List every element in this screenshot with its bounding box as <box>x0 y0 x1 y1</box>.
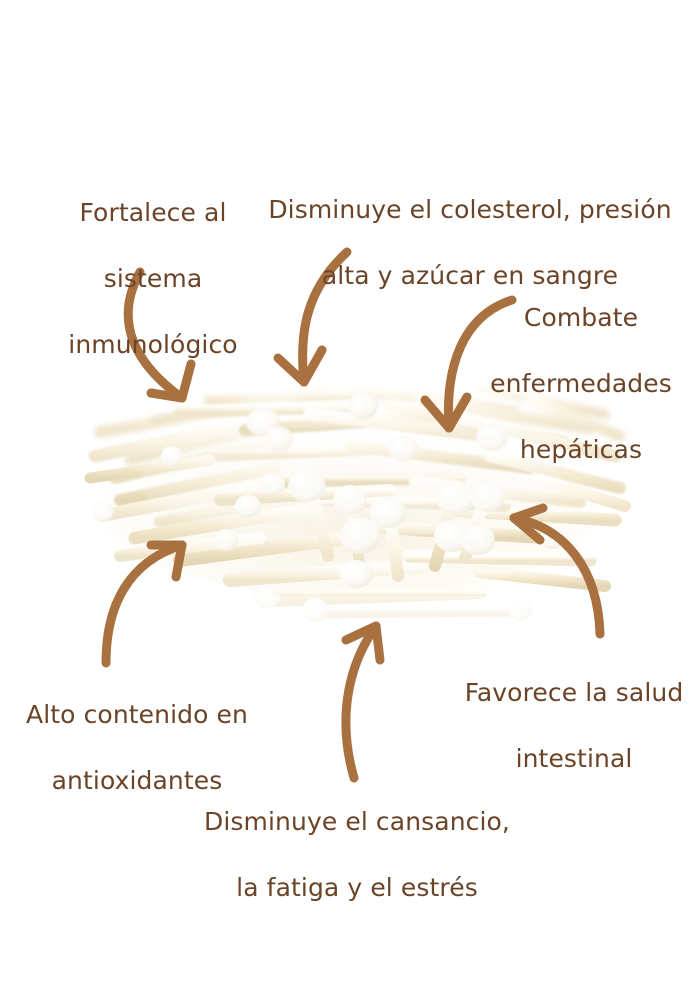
callout-liver-line-1: Combate <box>523 303 639 332</box>
callout-intestinal: Favorece la salud intestinal <box>452 643 696 808</box>
callout-fatigue: Disminuye el cansancio, la fatiga y el e… <box>192 772 522 937</box>
callout-antioxidants: Alto contenido en antioxidantes <box>6 665 268 830</box>
arrow-to-fatigue-target <box>341 621 385 783</box>
callout-cholesterol: Disminuye el colesterol, presión alta y … <box>250 160 690 325</box>
callout-intestinal-line-2: intestinal <box>515 744 633 773</box>
callout-fatigue-line-1: Disminuye el cansancio, <box>204 807 510 836</box>
callout-intestinal-line-1: Favorece la salud <box>464 678 684 707</box>
callout-fatigue-line-2: la fatiga y el estrés <box>236 873 478 902</box>
callout-cholesterol-line-1: Disminuye el colesterol, presión <box>268 195 672 224</box>
callout-immune: Fortalece al sistema inmunológico <box>48 163 258 394</box>
callout-cholesterol-line-2: alta y azúcar en sangre <box>321 261 619 290</box>
callout-immune-line-1: Fortalece al <box>79 198 227 227</box>
callout-liver: Combate enfermedades hepáticas <box>472 268 690 499</box>
callout-antioxidants-line-2: antioxidantes <box>51 766 223 795</box>
callout-immune-line-2: sistema <box>103 264 203 293</box>
callout-immune-line-3: inmunológico <box>68 330 238 359</box>
callout-liver-line-2: enfermedades <box>490 369 672 398</box>
callout-liver-line-3: hepáticas <box>519 435 643 464</box>
callout-antioxidants-line-1: Alto contenido en <box>26 700 248 729</box>
